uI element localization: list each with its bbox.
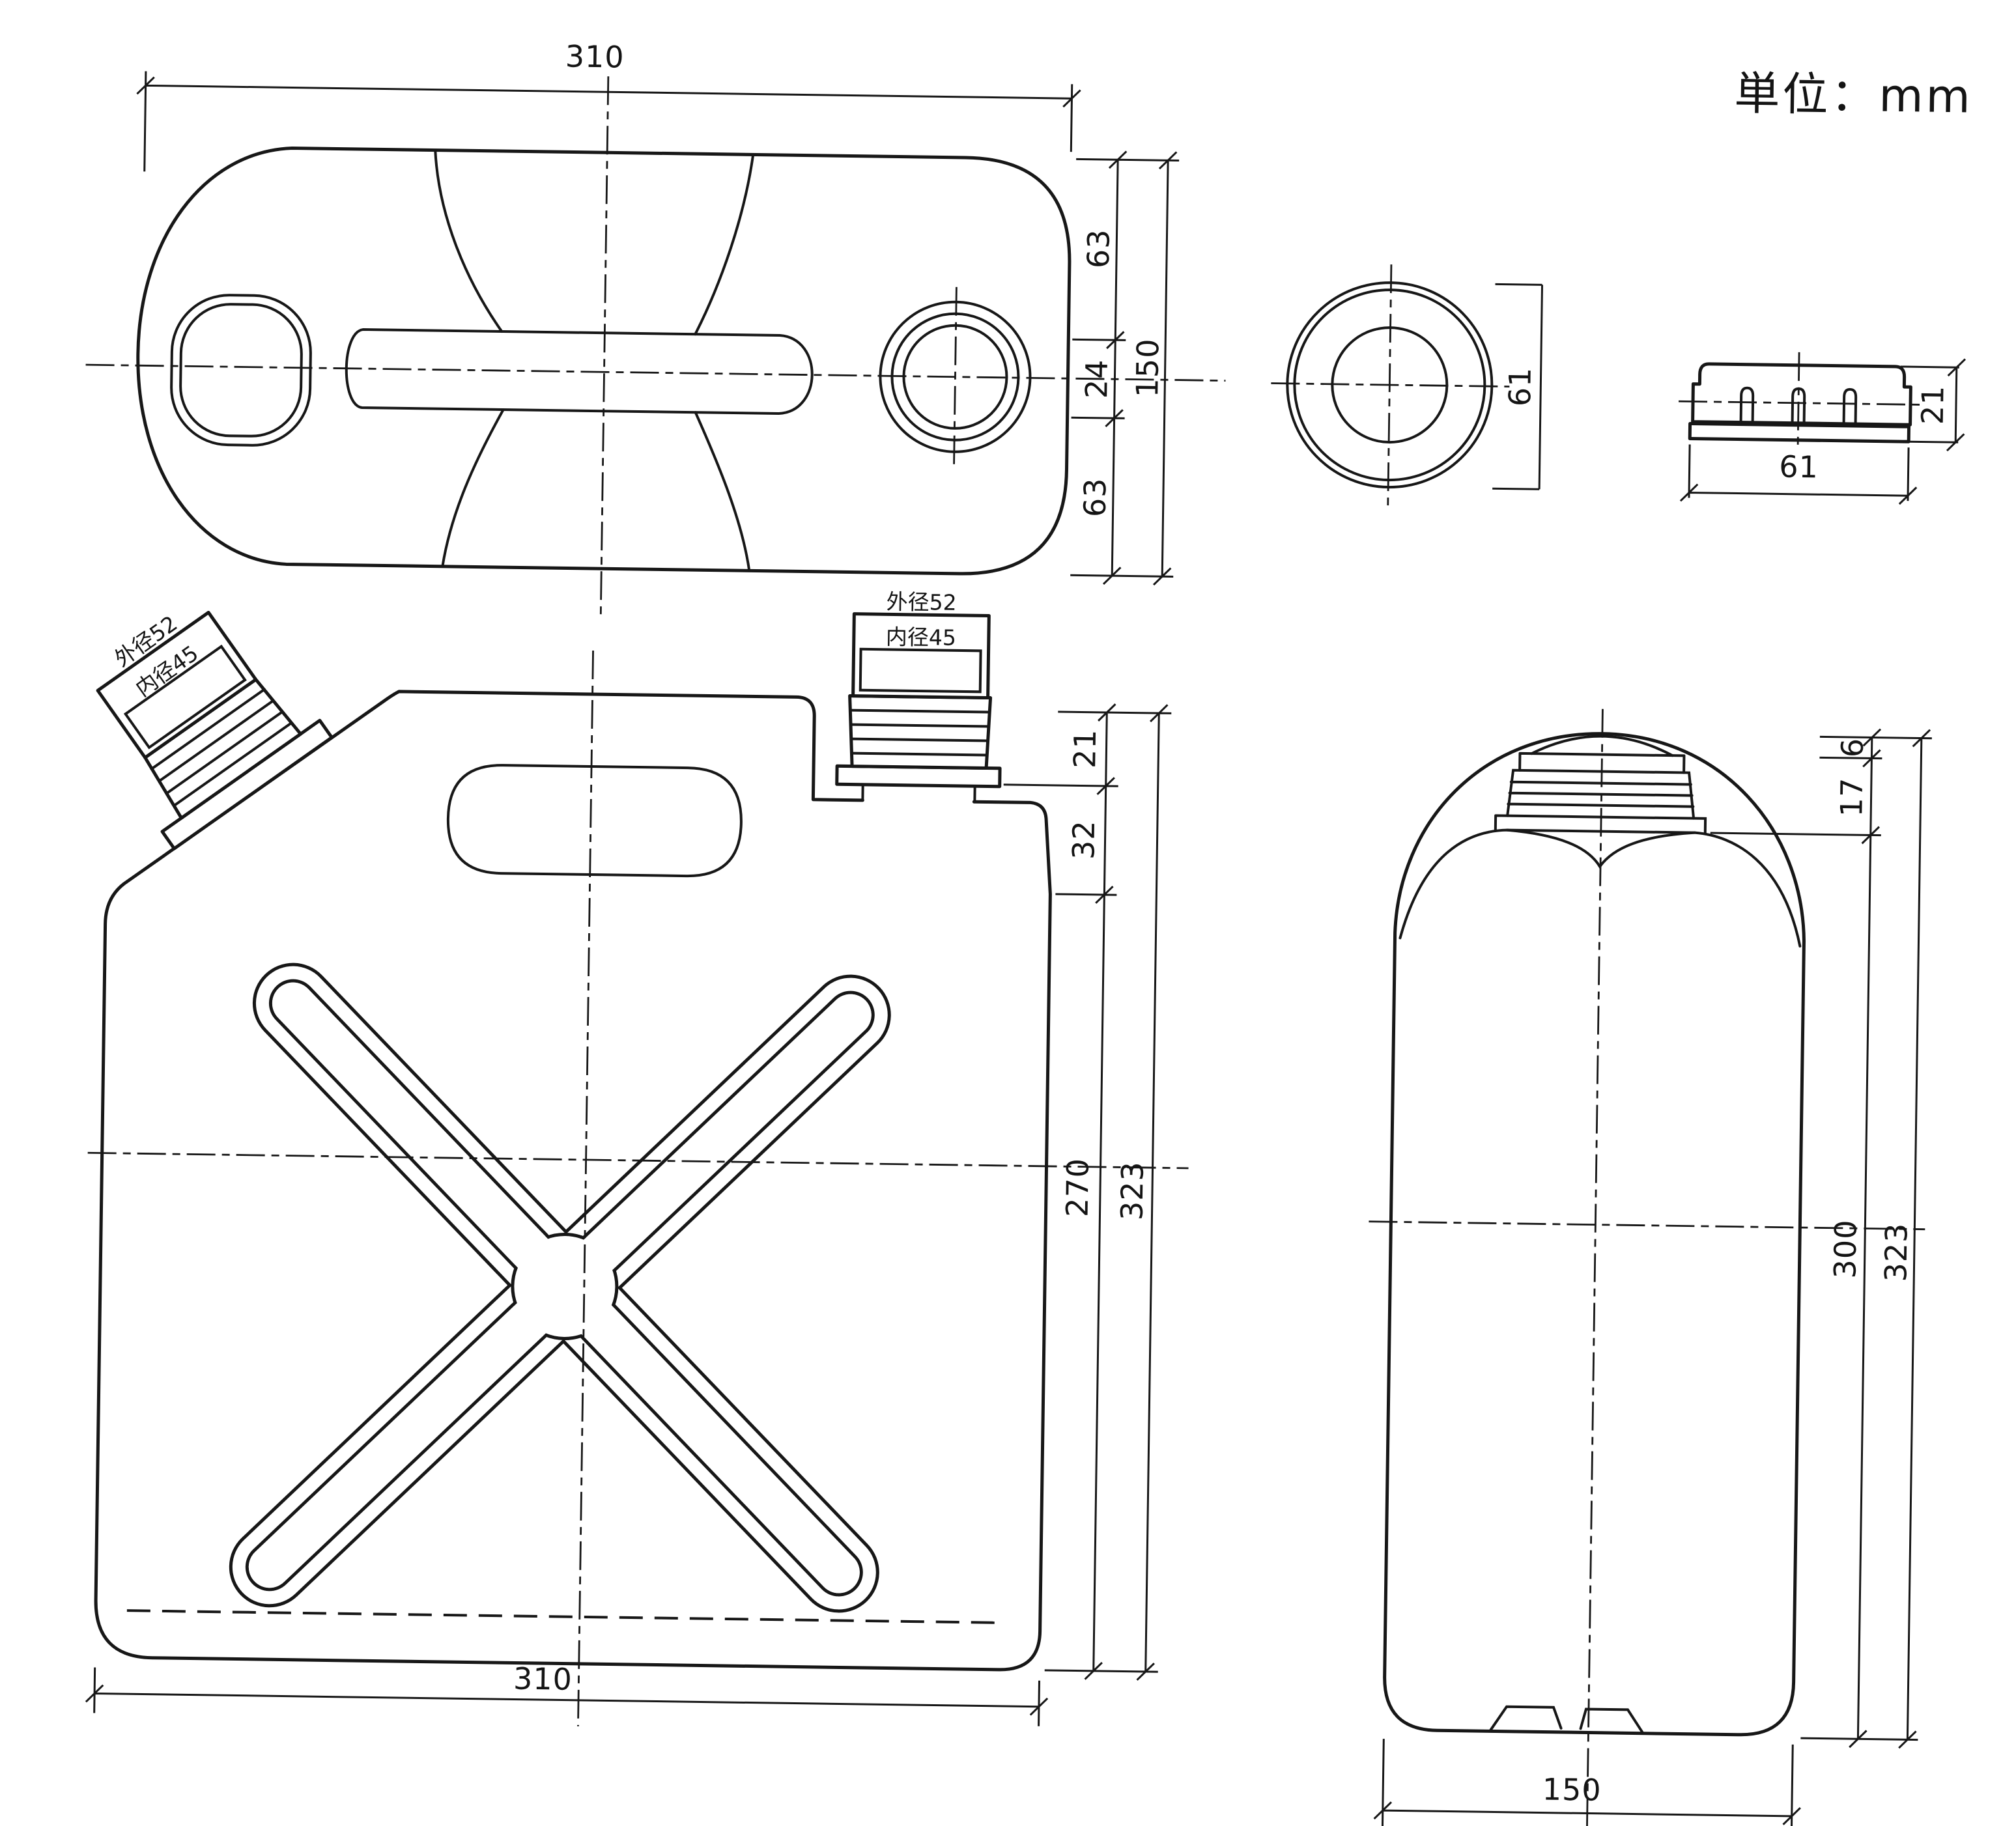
spout-right-thread-lines <box>850 709 990 757</box>
cap-side-dim-height: 21 <box>1899 358 1966 452</box>
dim-61-cap-width: 61 <box>1779 449 1819 485</box>
cap-side-body <box>1691 362 1912 427</box>
side-view: 6 17 300 323 150 <box>1369 709 1932 1826</box>
dim-6-crown: 6 <box>1835 738 1870 758</box>
dim-150-bottom: 150 <box>1542 1772 1602 1808</box>
front-centerline-horizontal <box>87 1151 1189 1170</box>
front-dim-width: 310 <box>85 1661 1049 1726</box>
top-view: 310 63 24 63 150 <box>85 38 1226 615</box>
cap-top-view: 61 <box>1271 264 1544 509</box>
dim-63-front: 63 <box>1081 229 1116 268</box>
top-handle-opening-outer <box>170 294 312 447</box>
spout-right-inner-box <box>859 647 982 694</box>
spout-right-outer-label: 外径52 <box>886 589 957 615</box>
front-dim-chain: 21 32 270 323 <box>1003 703 1172 1681</box>
side-bottom-feet <box>1489 1705 1645 1735</box>
cap-side-view: 21 61 <box>1679 352 1966 505</box>
dim-150-depth: 150 <box>1129 338 1165 398</box>
units-note: 単位：mm <box>1734 66 1973 123</box>
dim-17-shoulder: 17 <box>1834 777 1869 817</box>
dim-310-bottom: 310 <box>513 1661 573 1696</box>
spout-left-flange <box>160 718 334 850</box>
top-handle-channel <box>345 328 814 415</box>
spout-right-cap-box <box>851 612 991 700</box>
side-centerline-vertical <box>1585 709 1604 1826</box>
top-spout-centerline <box>953 287 958 467</box>
dim-270-body: 270 <box>1060 1158 1096 1218</box>
front-spout-right: 外径52 内径45 <box>835 589 1002 804</box>
dim-300-body: 300 <box>1827 1219 1863 1279</box>
side-dim-chain: 6 17 300 323 <box>1710 728 1932 1749</box>
dim-24-channel: 24 <box>1079 359 1114 399</box>
dim-61-cap-dia: 61 <box>1502 367 1538 406</box>
dim-21-cap-height: 21 <box>1915 385 1951 425</box>
spout-right-neck <box>861 783 976 804</box>
dim-310-top: 310 <box>565 38 625 74</box>
front-handle-slot <box>446 764 743 878</box>
side-centerline-horizontal <box>1369 1220 1925 1231</box>
cap-side-dim-width: 61 <box>1679 444 1918 505</box>
front-view-outline <box>94 690 1052 1672</box>
top-handle-opening-inner <box>179 303 303 438</box>
cap-side-flange <box>1688 422 1911 443</box>
front-spout-left: 外径52 内径45 <box>96 610 334 850</box>
spout-right-threads-body <box>848 694 993 770</box>
side-neck-flange <box>1494 814 1707 834</box>
top-recess-contours <box>434 148 755 572</box>
front-centerline-vertical <box>577 651 594 1726</box>
top-centerline-vertical <box>599 76 610 615</box>
cap-top-dim: 61 <box>1492 283 1544 490</box>
side-dim-width: 150 <box>1373 1739 1801 1826</box>
cap-side-centerline-v <box>1796 352 1800 450</box>
scanned-sheet: 単位：mm 310 <box>85 38 1973 1826</box>
top-centerline-horizontal <box>85 363 1226 382</box>
front-view: 外径52 内径45 外径52 内径45 21 32 270 323 <box>85 589 1189 1726</box>
spout-left-inner-box <box>123 644 247 750</box>
dim-32-shoulder: 32 <box>1066 820 1101 860</box>
dim-323-front-total: 323 <box>1114 1161 1150 1221</box>
side-view-outline <box>1383 732 1806 1737</box>
front-x-rib <box>229 962 891 1613</box>
side-neck-capband <box>1518 751 1686 774</box>
top-dim-chain: 63 24 63 150 <box>1070 150 1180 586</box>
spout-right-inner-label: 内径45 <box>886 624 957 651</box>
dim-63-rear: 63 <box>1077 477 1113 517</box>
dim-323-side-total: 323 <box>1878 1222 1914 1282</box>
cap-top-centerline-h <box>1271 382 1510 388</box>
cap-side-centerline-h <box>1679 400 1927 406</box>
cap-top-centerline-v <box>1387 264 1393 509</box>
top-dim-width: 310 <box>136 38 1081 172</box>
front-parting-line <box>126 1609 1005 1625</box>
spout-left-thread-lines <box>150 688 293 808</box>
dim-21-neck: 21 <box>1067 729 1103 768</box>
top-view-outline <box>136 147 1072 576</box>
